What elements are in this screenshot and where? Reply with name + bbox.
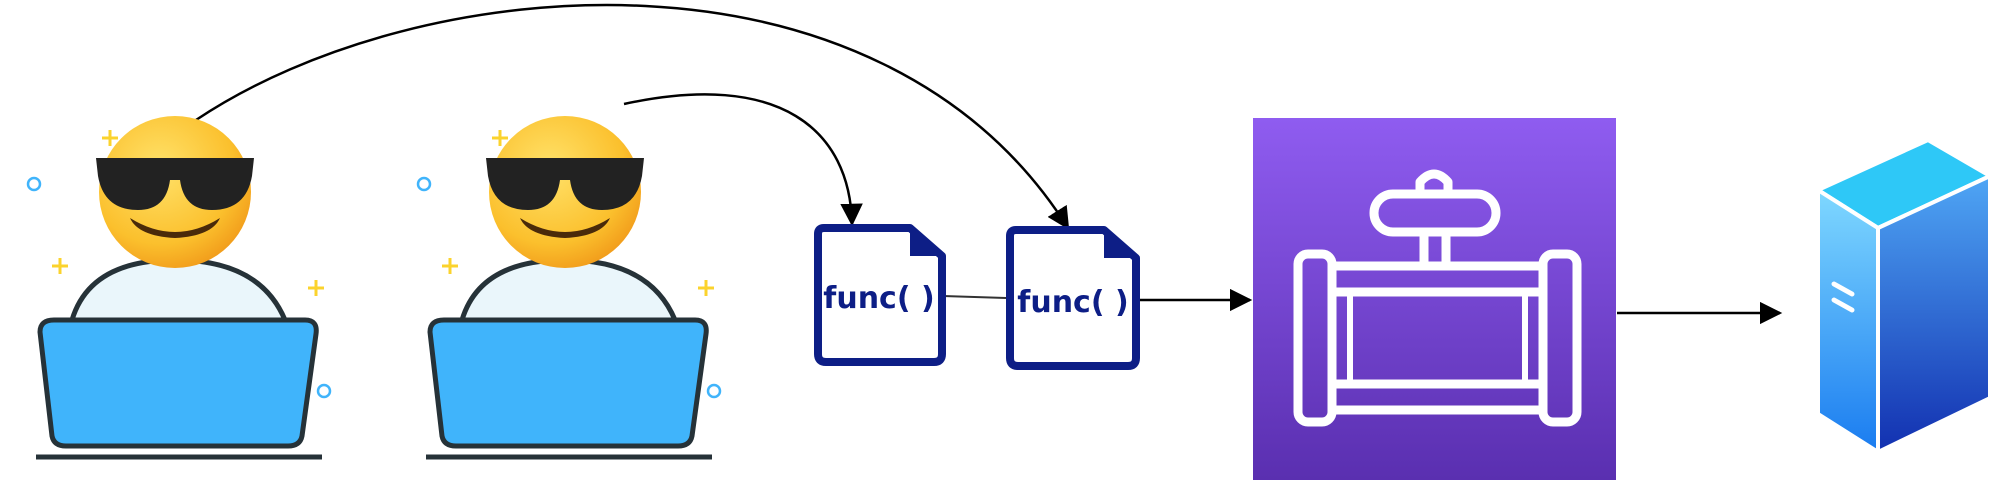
function-2: func( ) <box>1006 226 1140 370</box>
server-icon <box>1816 138 1992 454</box>
smiling-face-with-sunglasses-emoji <box>96 116 254 268</box>
pipeline-icon <box>1293 169 1582 427</box>
smiling-face-with-sunglasses-emoji <box>486 116 644 268</box>
code-file-icon <box>814 224 946 366</box>
edge-function-1-to-function-2 <box>942 295 1007 299</box>
function-2-label: func( ) <box>1017 285 1128 320</box>
code-file-icon <box>1006 226 1140 370</box>
edge-developer-1-to-function-2 <box>195 3 1070 230</box>
server <box>1816 138 1992 454</box>
pipeline <box>1253 118 1616 480</box>
developer-2 <box>416 116 722 460</box>
edge-developer-2-to-function-1 <box>623 93 863 227</box>
developer-1 <box>26 116 332 460</box>
function-1-label: func( ) <box>823 281 934 316</box>
function-1: func( ) <box>814 224 946 366</box>
